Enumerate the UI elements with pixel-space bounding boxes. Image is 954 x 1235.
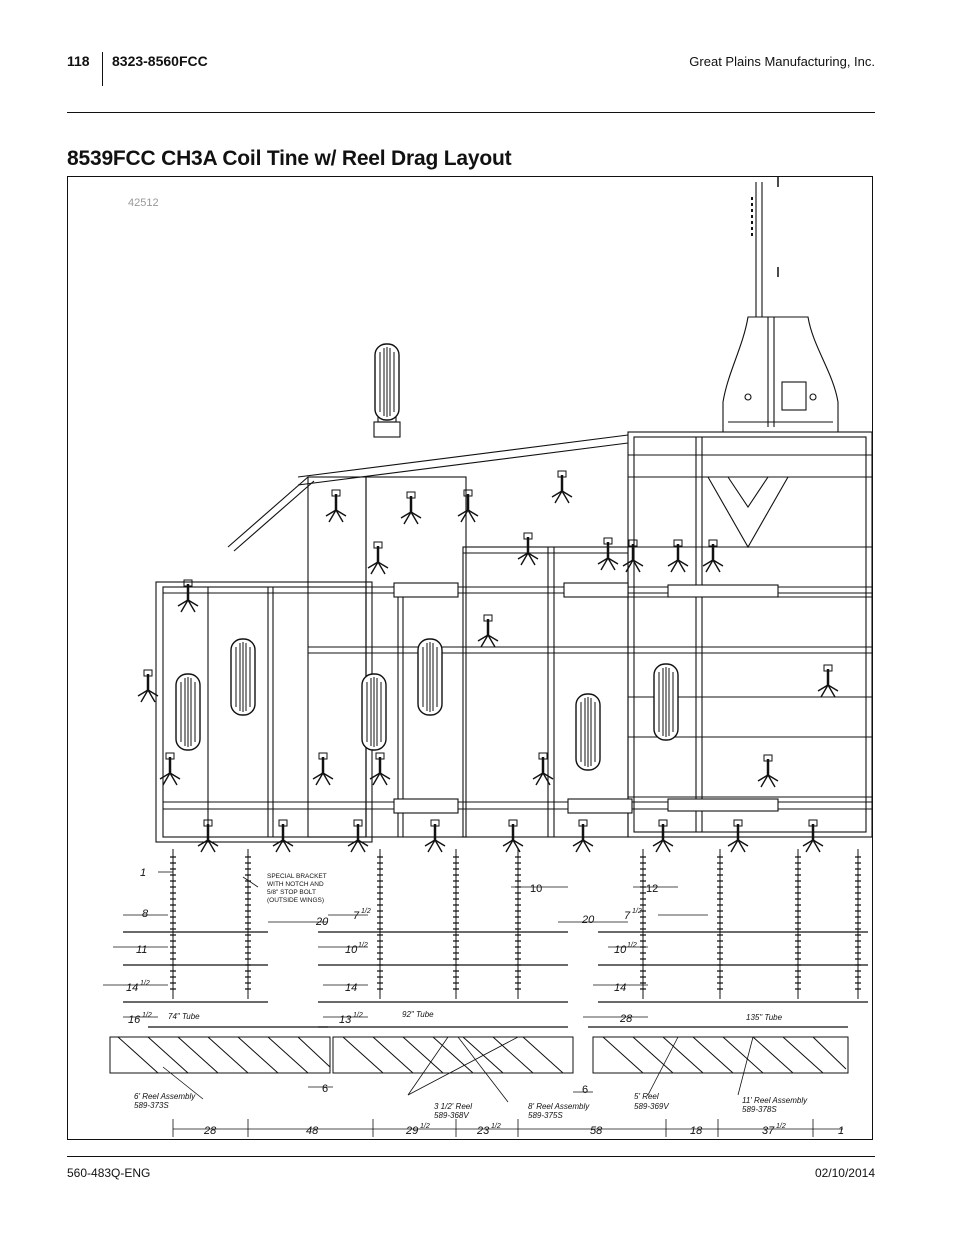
tube-92: 92" Tube: [402, 1010, 434, 1019]
bracket-note-line1: SPECIAL BRACKET: [267, 873, 327, 880]
dim-bot-48: 48: [306, 1125, 319, 1137]
figure-id: 42512: [128, 197, 159, 209]
dim-right-10h-frac: 1/2: [627, 942, 637, 949]
header-rule: [67, 112, 875, 113]
reel5-name: 5' Reel: [634, 1092, 659, 1101]
dim-right-14: 14: [614, 982, 626, 994]
dim-right-28: 28: [619, 1013, 633, 1025]
dim-right-20: 20: [581, 914, 595, 926]
reel11-part: 589-378S: [742, 1105, 777, 1114]
layout-drawing: 1 SPECIAL BRACKET WITH NOTCH AND 5/8" ST…: [103, 177, 872, 1137]
company-name: Great Plains Manufacturing, Inc.: [689, 54, 875, 69]
callout-item1: 1: [140, 867, 146, 879]
tube-135: 135" Tube: [746, 1013, 783, 1022]
dim-right-10h: 10: [614, 944, 627, 956]
dim-bot-23h: 23: [476, 1125, 490, 1137]
dim-bot-18: 18: [690, 1125, 703, 1137]
dim-bot-29h-frac: 1/2: [420, 1123, 430, 1130]
coil-tines: [169, 848, 862, 1000]
tube-74: 74" Tube: [168, 1012, 200, 1021]
reel6-part: 589-373S: [134, 1101, 169, 1110]
dim-mid-13h: 13: [339, 1014, 352, 1026]
dim-left-16h-frac: 1/2: [142, 1012, 152, 1019]
reel-drags: [109, 1036, 849, 1074]
document-date: 02/10/2014: [814, 1166, 875, 1180]
reel8-part: 589-375S: [528, 1111, 563, 1120]
reel8-name: 8' Reel Assembly: [528, 1102, 590, 1111]
page-title: 8539FCC CH3A Coil Tine w/ Reel Drag Layo…: [67, 147, 512, 170]
header-divider: [102, 52, 103, 86]
dim-bot-37h: 37: [762, 1125, 775, 1137]
bracket-note-line2: WITH NOTCH AND: [267, 881, 324, 888]
dim-mid-7h-frac: 1/2: [361, 908, 371, 915]
reel35-name: 3 1/2' Reel: [434, 1102, 472, 1111]
harrow-bars: [123, 931, 868, 1028]
dim-bot-1: 1: [838, 1125, 844, 1137]
dim-right-7h: 7: [624, 910, 631, 922]
document-number: 560-483Q-ENG: [67, 1166, 151, 1180]
dim-left-16h: 16: [128, 1014, 141, 1026]
reel5-part: 589-369V: [634, 1102, 669, 1111]
gauge-wheels: [175, 343, 679, 771]
dim-left-11: 11: [136, 944, 147, 956]
dim-12: 12: [646, 883, 658, 895]
dim-bot-23h-frac: 1/2: [491, 1123, 501, 1130]
dim-left-20: 20: [315, 916, 329, 928]
dim-right-7h-frac: 1/2: [632, 908, 642, 915]
dim-10: 10: [530, 883, 542, 895]
dim-left-14h-frac: 1/2: [140, 980, 150, 987]
dim-mid-14: 14: [345, 982, 357, 994]
dim-bot-37h-frac: 1/2: [776, 1123, 786, 1130]
reel35-part: 589-368V: [434, 1111, 469, 1120]
reel6-name: 6' Reel Assembly: [134, 1092, 196, 1101]
main-frame: [155, 381, 872, 843]
figure-frame: [67, 176, 873, 1140]
dim-6a: 6: [322, 1083, 328, 1095]
dim-mid-7h: 7: [353, 910, 360, 922]
dim-bot-28: 28: [203, 1125, 217, 1137]
dim-mid-10h: 10: [345, 944, 358, 956]
dim-bot-29h: 29: [405, 1125, 418, 1137]
footer-rule: [67, 1156, 875, 1157]
reel11-name: 11' Reel Assembly: [742, 1096, 808, 1105]
callout-labels: 1 SPECIAL BRACKET WITH NOTCH AND 5/8" ST…: [126, 867, 844, 1137]
bracket-note-line3: 5/8" STOP BOLT: [267, 889, 316, 896]
dim-6b: 6: [582, 1084, 588, 1096]
dim-left-14h: 14: [126, 982, 138, 994]
page-number: 118: [67, 53, 90, 69]
model-number: 8323-8560FCC: [112, 53, 208, 69]
dimension-lines: [103, 871, 843, 1137]
hitch-tongue: [722, 177, 839, 433]
bracket-note-line4: (OUTSIDE WINGS): [267, 897, 324, 904]
dim-mid-10h-frac: 1/2: [358, 942, 368, 949]
dim-mid-13h-frac: 1/2: [353, 1012, 363, 1019]
dim-left-8: 8: [142, 908, 149, 920]
dim-bot-58: 58: [590, 1125, 603, 1137]
